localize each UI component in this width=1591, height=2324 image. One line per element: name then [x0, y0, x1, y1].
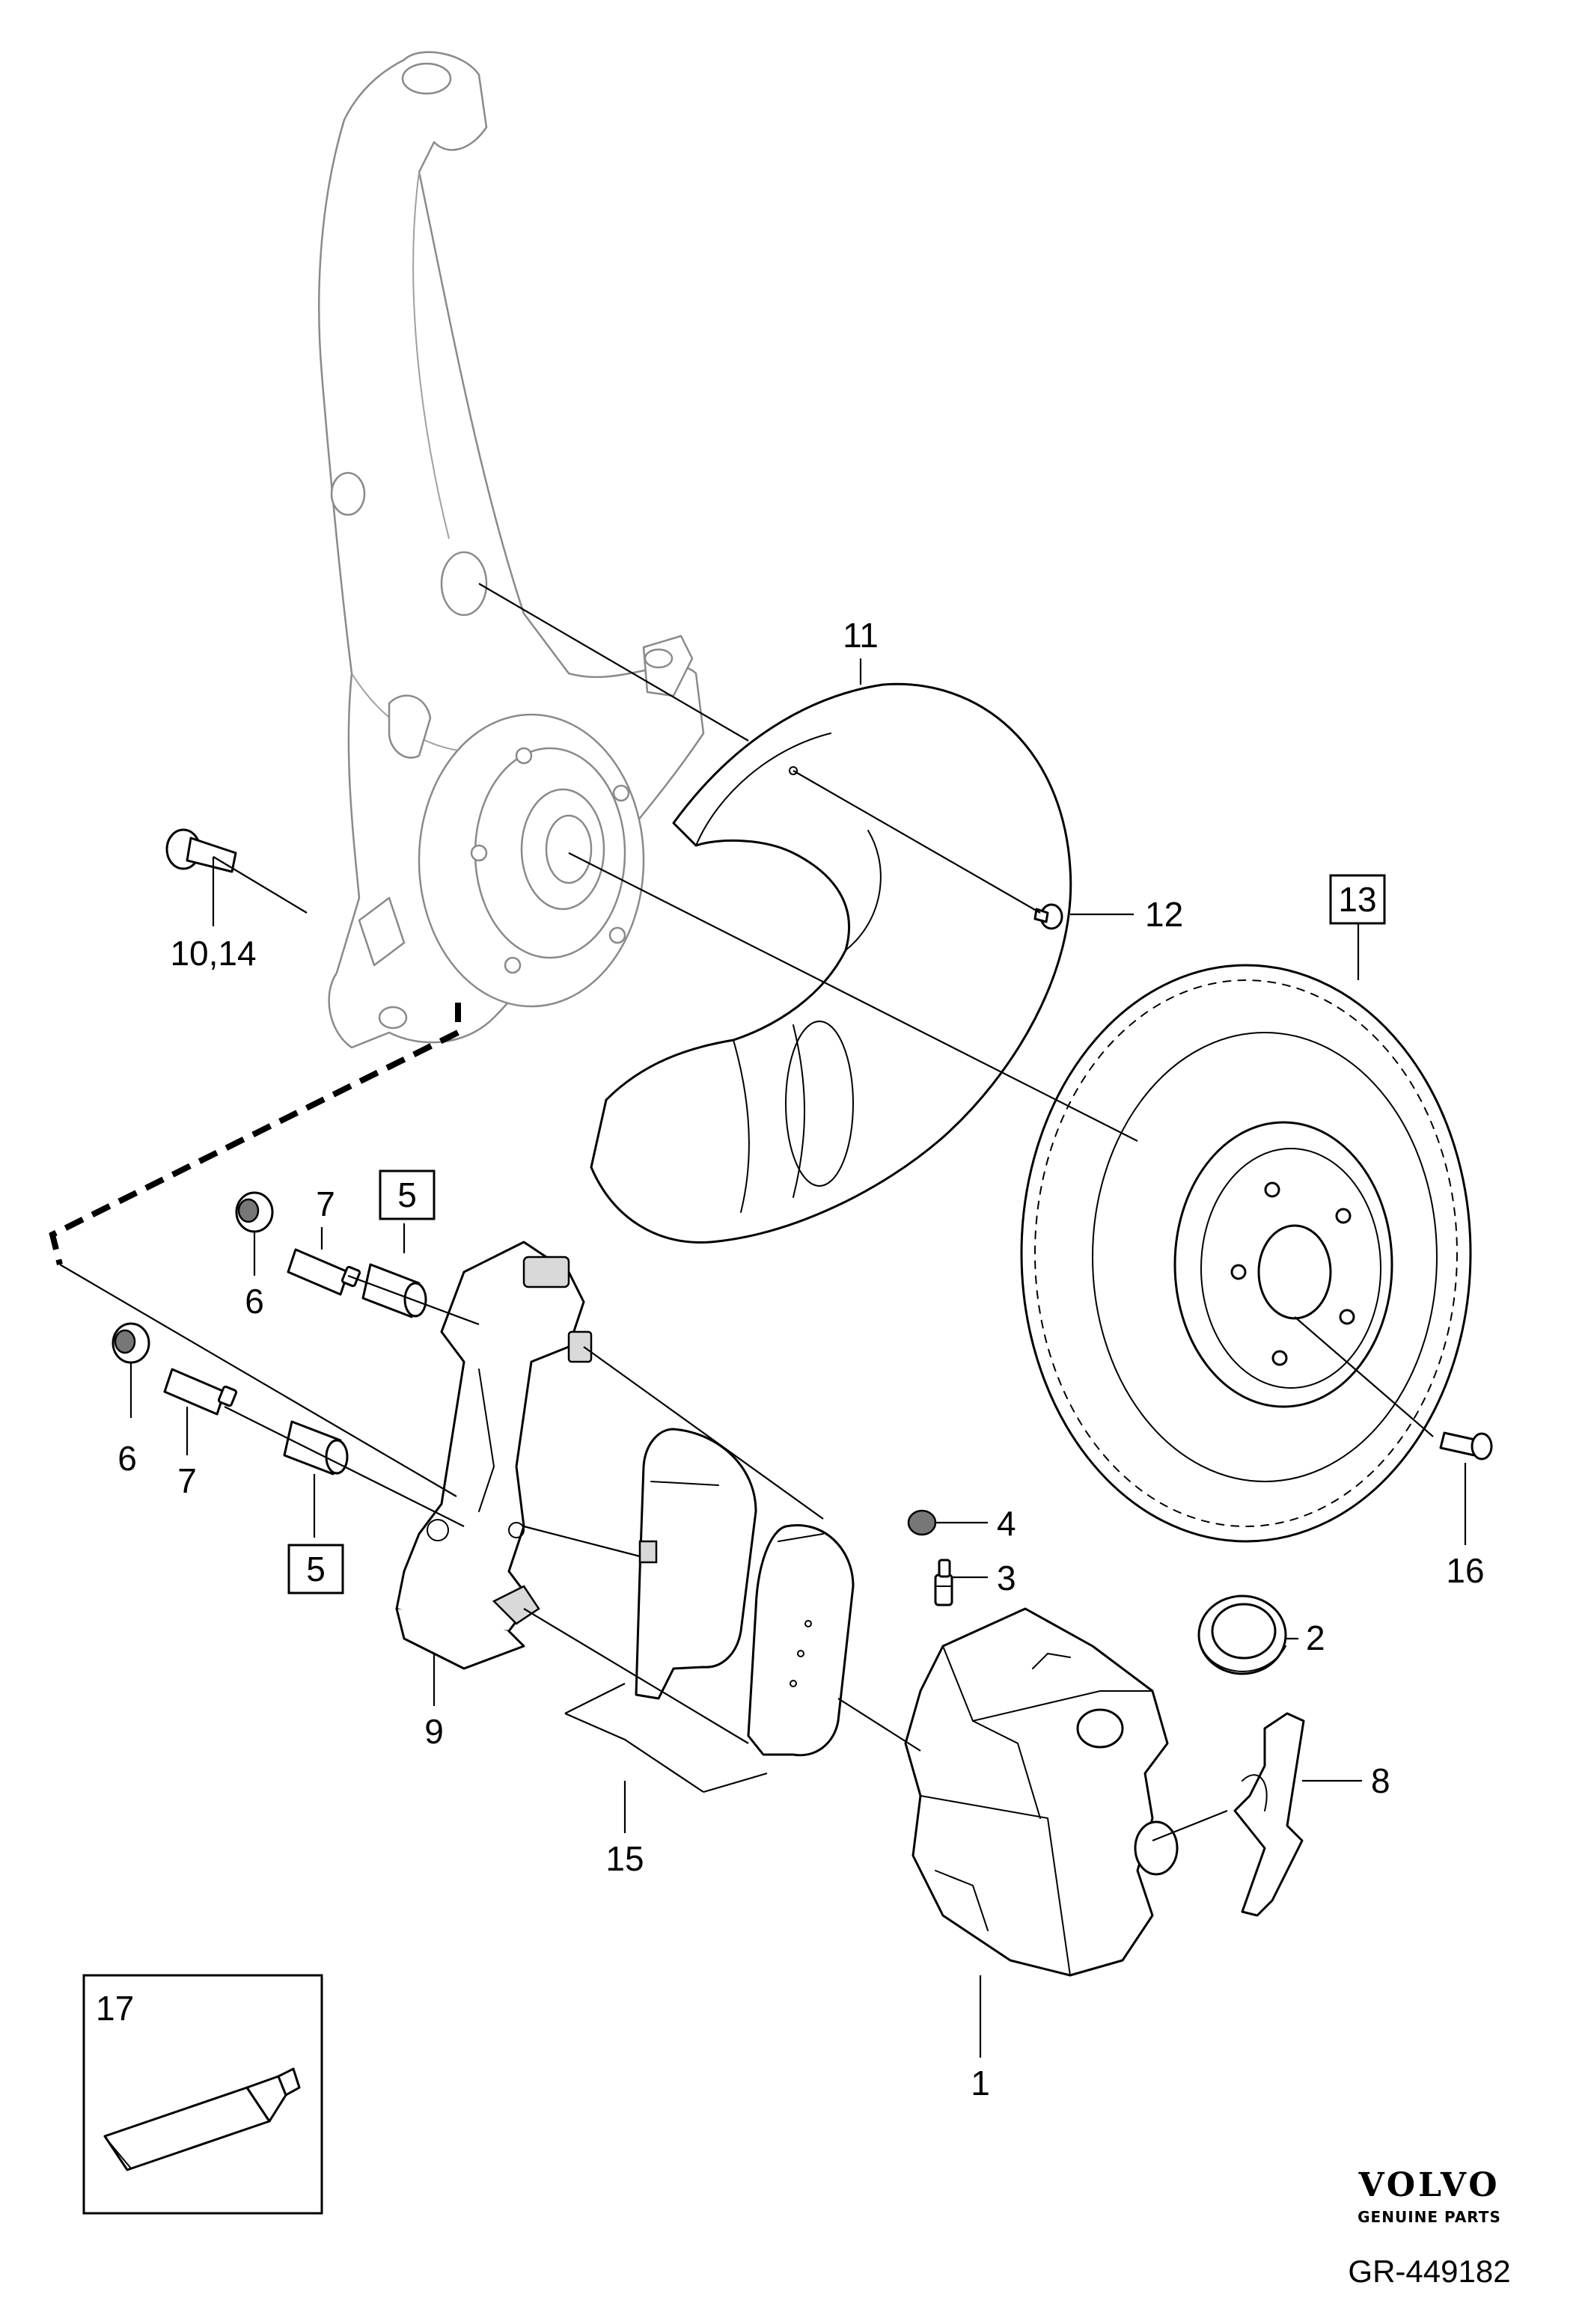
retaining-spring — [1233, 1712, 1305, 1917]
brand-tagline: GENUINE PARTS — [1358, 2208, 1501, 2226]
brand-logo: VOLVO — [1358, 2166, 1500, 2204]
knuckle-bolt — [165, 828, 237, 873]
label-box-part-5-upper — [379, 1169, 436, 1220]
disc-screw — [1439, 1431, 1493, 1461]
label-part-3: 3 — [997, 1559, 1016, 1597]
dust-boot-upper — [235, 1191, 274, 1233]
label-part-10-14: 10,14 — [170, 934, 256, 973]
label-part-11: 11 — [843, 616, 879, 655]
leader-lines — [59, 583, 1467, 2058]
brake-disc — [1020, 964, 1472, 1543]
label-part-13: 13 — [1338, 880, 1376, 919]
brake-pad-inner — [635, 1428, 757, 1700]
guide-bushing-upper — [361, 1263, 427, 1318]
caliper-bracket — [395, 1241, 593, 1670]
reference-code: GR-449182 — [1348, 2254, 1510, 2289]
piston-seal — [1197, 1594, 1287, 1675]
label-box-part-5-lower — [287, 1544, 344, 1594]
label-part-7-lower: 7 — [177, 1461, 197, 1500]
callout-labels: 11 12 13 10,14 7 5 6 6 7 5 9 15 4 3 2 8 … — [96, 616, 1485, 2103]
label-part-4: 4 — [997, 1504, 1016, 1543]
label-part-2: 2 — [1306, 1618, 1325, 1657]
label-part-1: 1 — [971, 2064, 990, 2103]
bleed-nipple — [934, 1559, 953, 1606]
guide-pin-upper — [287, 1248, 361, 1296]
label-part-6-lower: 6 — [117, 1439, 137, 1478]
label-part-12: 12 — [1145, 895, 1183, 934]
brake-pad-outer — [747, 1524, 855, 1757]
bleed-cap — [907, 1509, 937, 1536]
brake-caliper — [904, 1607, 1179, 1977]
wheel-hub — [418, 713, 645, 1008]
dashed-connector — [49, 1003, 461, 1265]
label-part-15: 15 — [605, 1839, 644, 1878]
splash-shield — [590, 682, 1072, 1244]
label-part-9: 9 — [424, 1712, 444, 1751]
guide-bushing-lower — [283, 1420, 349, 1476]
label-part-17: 17 — [96, 1989, 134, 2028]
label-part-5-lower: 5 — [306, 1550, 326, 1588]
label-part-16: 16 — [1446, 1551, 1484, 1590]
guide-pin-lower — [163, 1368, 238, 1416]
dust-boot-lower — [112, 1322, 150, 1364]
brand-block: VOLVO GENUINE PARTS GR-449182 — [1348, 2166, 1510, 2289]
label-part-5-upper: 5 — [397, 1175, 417, 1214]
label-part-7-upper: 7 — [316, 1184, 335, 1223]
label-box-part-13 — [1329, 874, 1386, 925]
label-part-6-upper: 6 — [245, 1282, 264, 1321]
label-part-8: 8 — [1371, 1761, 1390, 1800]
grease-tube-panel — [82, 1974, 323, 2215]
